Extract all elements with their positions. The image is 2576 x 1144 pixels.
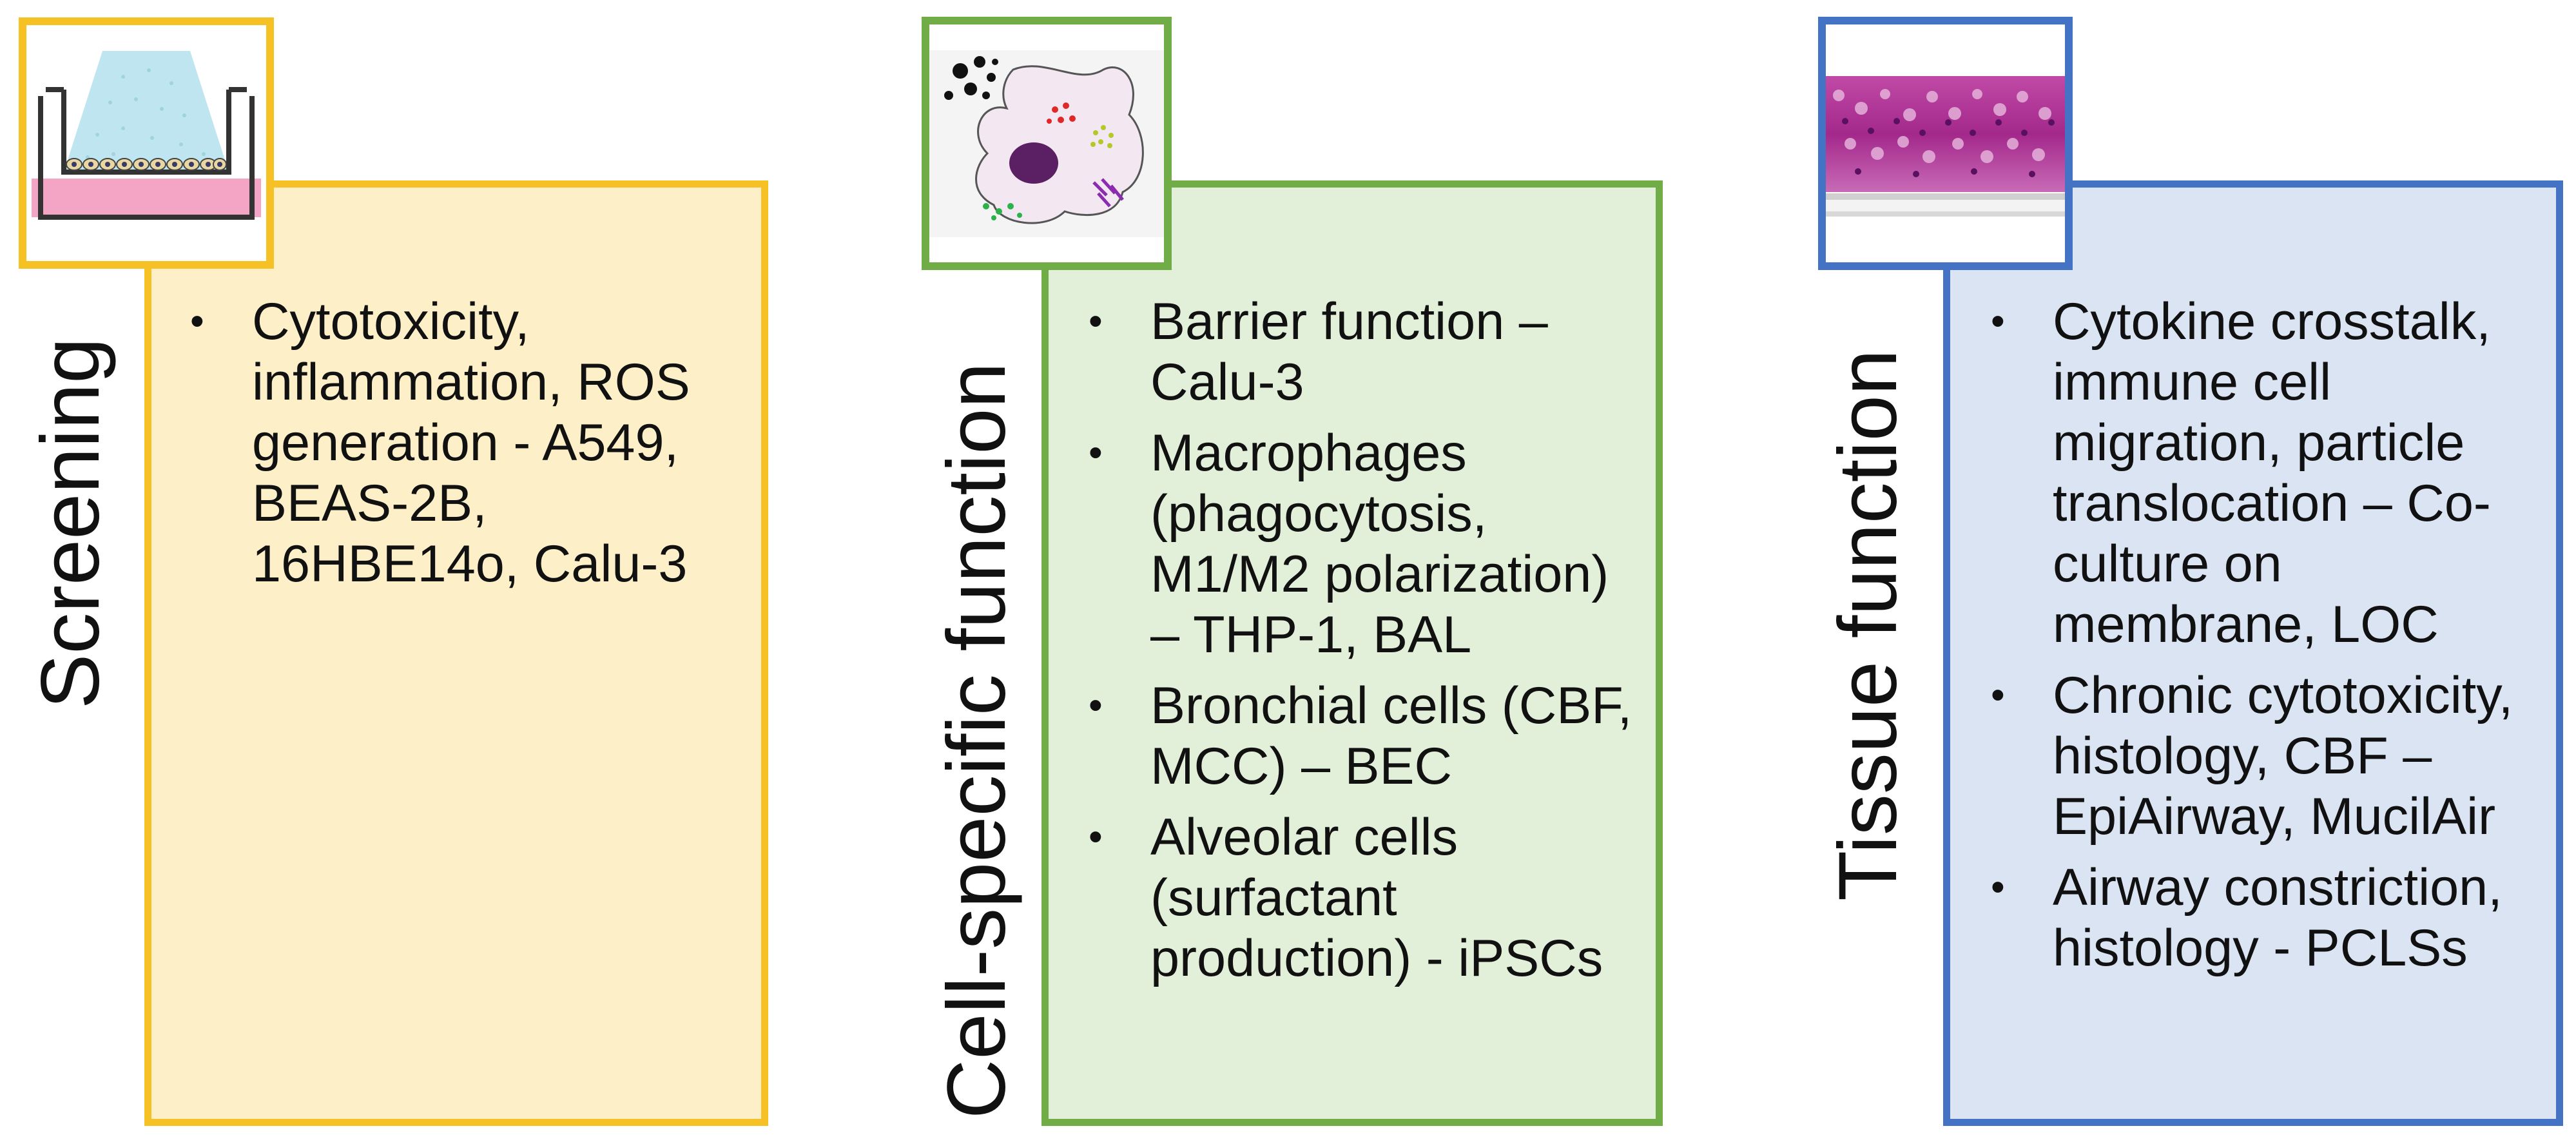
list-item: Barrier function – Calu-3 bbox=[1080, 291, 1647, 412]
list-item: Macrophages (phagocytosis, M1/M2 polariz… bbox=[1080, 423, 1647, 665]
panel-tissue-function: Tissue function Cytokine crosstalk, immu… bbox=[1801, 0, 2576, 1144]
panel-cell-specific-function: Cell-specific function Barrier function … bbox=[896, 0, 1734, 1144]
list-item: Alveolar cells (surfactant production) -… bbox=[1080, 807, 1647, 989]
list-item: Chronic cytotoxicity, histology, CBF – E… bbox=[1982, 665, 2555, 847]
panel-title: Cell-specific function bbox=[931, 362, 1023, 1119]
bullet-list: Barrier function – Calu-3 Macrophages (p… bbox=[1080, 291, 1647, 999]
tissue-thumbnail bbox=[1818, 17, 2073, 270]
list-item: Airway constriction, histology - PCLSs bbox=[1982, 857, 2555, 978]
list-item: Cytotoxicity, inflammation, ROS generati… bbox=[181, 291, 748, 594]
macrophage-thumbnail bbox=[922, 17, 1172, 270]
bullet-list: Cytokine crosstalk, immune cell migratio… bbox=[1982, 291, 2555, 989]
bullet-list: Cytotoxicity, inflammation, ROS generati… bbox=[181, 291, 748, 605]
panel-screening: Screening Cytotoxicity, inflammation, RO… bbox=[0, 0, 838, 1144]
transwell-thumbnail bbox=[19, 17, 274, 269]
list-item: Cytokine crosstalk, immune cell migratio… bbox=[1982, 291, 2555, 655]
transwell-insert-icon bbox=[26, 25, 266, 261]
panel-title: Screening bbox=[24, 337, 117, 709]
tissue-histology-icon bbox=[1826, 24, 2065, 262]
panel-title: Tissue function bbox=[1822, 349, 1914, 901]
macrophage-cell-icon bbox=[929, 24, 1164, 262]
list-item: Bronchial cells (CBF, MCC) – BEC bbox=[1080, 675, 1647, 797]
